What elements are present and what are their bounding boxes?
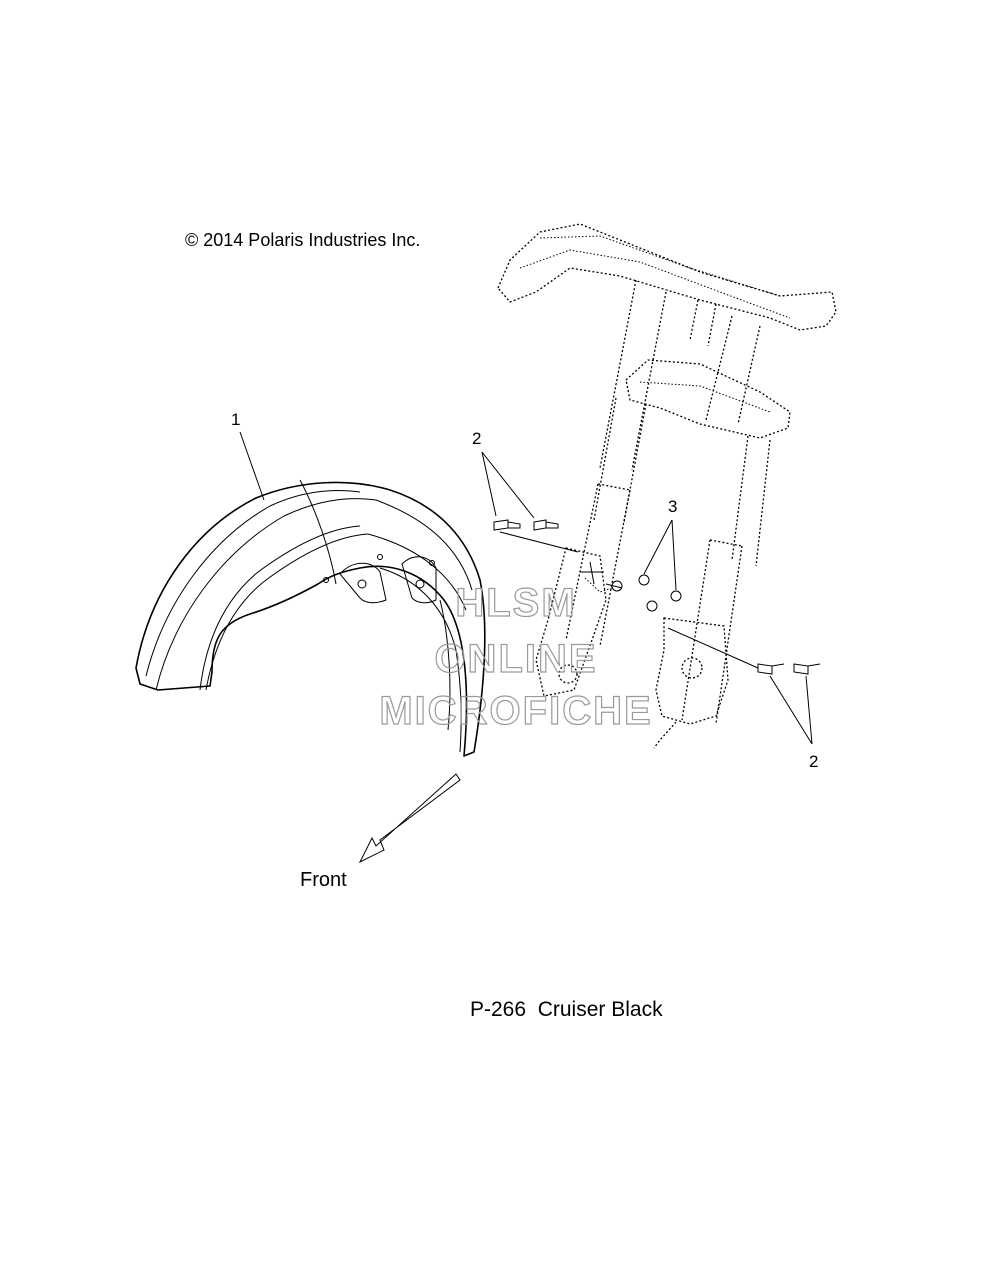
front-arrow-icon	[358, 773, 461, 864]
nuts	[605, 574, 682, 612]
watermark-line-3: MICROFICHE	[379, 689, 652, 733]
copyright-text: © 2014 Polaris Industries Inc.	[185, 230, 420, 250]
front-fender	[135, 479, 486, 757]
front-fork-assembly	[497, 223, 837, 749]
callout-fender: 1	[231, 410, 240, 429]
front-label: Front	[300, 869, 347, 891]
callout-nuts: 3	[668, 497, 677, 516]
diagram-footer-code: P-266 Cruiser Black	[470, 998, 663, 1021]
watermark-line-2: ONLINE	[434, 637, 597, 681]
watermark: HLSM ONLINE MICROFICHE	[379, 580, 652, 733]
leader-screws-upper	[481, 451, 535, 519]
leader-nuts	[643, 519, 677, 591]
lower-screws	[667, 627, 821, 675]
callout-screws-lower: 2	[809, 752, 818, 771]
upper-screws	[493, 519, 579, 553]
watermark-line-1: HLSM	[455, 581, 576, 625]
callout-screws-upper: 2	[472, 429, 481, 448]
leader-screws-lower	[769, 675, 813, 745]
leader-fender	[239, 431, 265, 501]
